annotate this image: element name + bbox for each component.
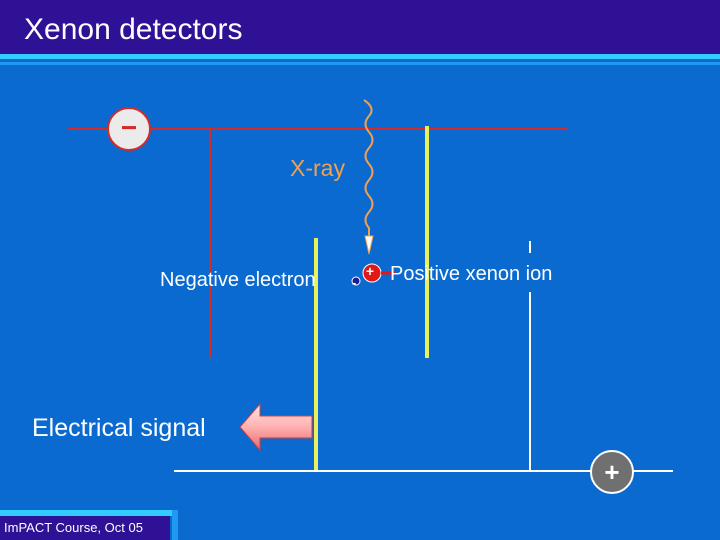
footer-accent-stripe — [0, 510, 176, 516]
anode-sign: + — [604, 457, 619, 487]
anode-terminal — [590, 450, 634, 494]
electrical-signal-arrow — [239, 402, 313, 452]
cathode-terminal — [107, 107, 151, 151]
xray-arrowhead — [364, 235, 374, 255]
negative-electron-particle — [351, 276, 361, 286]
slide-title: Xenon detectors — [24, 13, 243, 46]
xray-wave — [363, 99, 374, 236]
positive-ion-sign: + — [366, 263, 374, 279]
footer-label: ImPACT Course, Oct 05 — [0, 516, 170, 540]
negative-electron-label: Negative electron — [160, 269, 316, 291]
electrical-signal-label: Electrical signal — [32, 414, 206, 442]
negative-electron-sign: - — [352, 275, 356, 290]
xray-label: X-ray — [290, 155, 345, 181]
positive-ion-label: Positive xenon ion — [390, 263, 553, 285]
cathode-sign: − — [121, 112, 137, 143]
footer-accent-edge — [172, 510, 178, 540]
title-accent-stripe-thin — [0, 62, 720, 65]
title-bar: Xenon detectors — [0, 0, 720, 54]
title-accent-stripe — [0, 54, 720, 59]
